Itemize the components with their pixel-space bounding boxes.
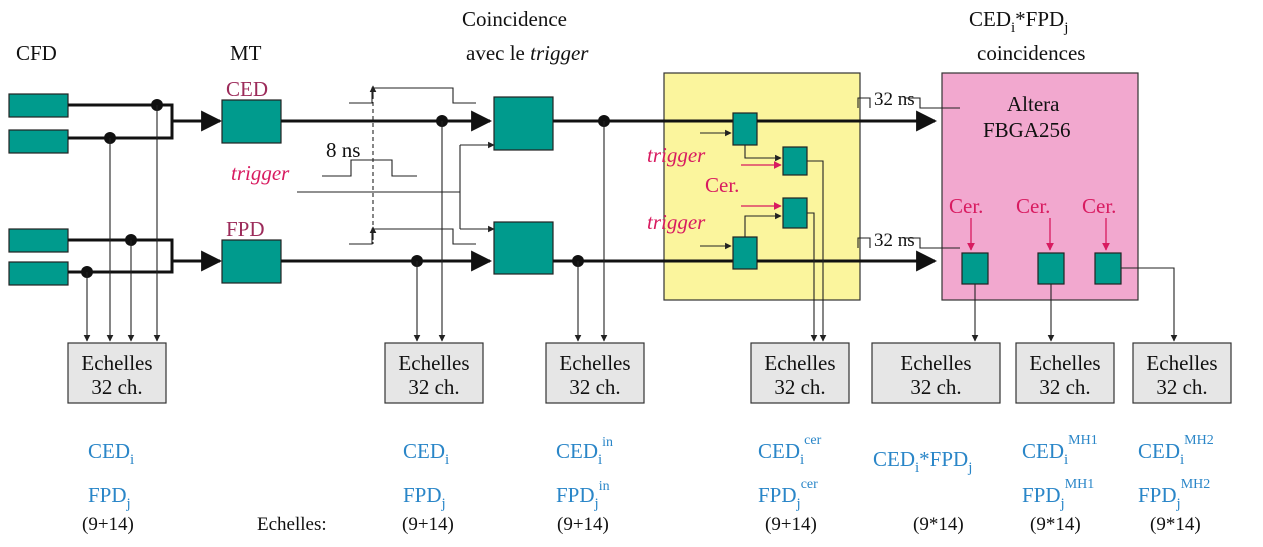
scaler-box-6: Echelles 32 ch.	[1015, 342, 1115, 404]
cfd-label: CFD	[16, 41, 57, 65]
yp-box-cer-top	[782, 146, 808, 176]
yp-box-bottom	[732, 236, 758, 270]
count-1: (9+14)	[82, 514, 134, 535]
echelles-row-label: Echelles:	[257, 514, 327, 535]
svg-text:Echelles: Echelles	[1029, 351, 1100, 375]
coincidence-panel	[663, 72, 861, 301]
scaler-box-3: Echelles 32 ch.	[545, 342, 645, 404]
cfd-box-2	[8, 129, 69, 154]
count-6: (9*14)	[1030, 514, 1081, 535]
count-3: (9+14)	[557, 514, 609, 535]
svg-text:CEDiMH2: CEDiMH2	[1138, 433, 1214, 468]
cedfpd-title: CEDi*FPDj	[969, 7, 1068, 36]
coincidence-title: Coincidence	[462, 7, 567, 31]
svg-text:FPDj: FPDj	[403, 483, 446, 512]
mt-label: MT	[230, 41, 262, 65]
svg-text:32 ch.: 32 ch.	[910, 375, 961, 399]
svg-text:CEDi: CEDi	[88, 439, 134, 468]
svg-text:Echelles: Echelles	[900, 351, 971, 375]
count-2: (9+14)	[402, 514, 454, 535]
svg-text:32 ch.: 32 ch.	[774, 375, 825, 399]
svg-text:Echelles: Echelles	[1146, 351, 1217, 375]
cfd-box-4	[8, 261, 69, 286]
fpd-label: FPD	[226, 217, 265, 241]
svg-text:32 ch.: 32 ch.	[1156, 375, 1207, 399]
svg-text:FPDjcer: FPDjcer	[758, 477, 818, 512]
coinc-ced-box	[493, 96, 554, 151]
svg-text:FPDjin: FPDjin	[556, 479, 610, 512]
cer-label-1: Cer.	[949, 194, 983, 218]
cfd-box-3	[8, 228, 69, 253]
trigger-label-bottom: trigger	[647, 210, 706, 234]
coincidence-subtitle: avec le trigger	[466, 41, 589, 65]
output-col-6: CEDiMH1 FPDjMH1	[1022, 433, 1098, 512]
scaler-box-5: Echelles 32 ch.	[871, 342, 1001, 404]
8ns-label: 8 ns	[326, 138, 360, 162]
svg-text:32 ch.: 32 ch.	[1039, 375, 1090, 399]
altera-label: Altera	[1007, 92, 1060, 116]
altera-box-2	[1037, 252, 1065, 285]
count-4: (9+14)	[765, 514, 817, 535]
scaler-box-2: Echelles 32 ch.	[384, 342, 484, 404]
svg-text:Echelles: Echelles	[398, 351, 469, 375]
svg-text:Echelles: Echelles	[81, 351, 152, 375]
altera-box-1	[961, 252, 989, 285]
scaler-box-7: Echelles 32 ch.	[1132, 342, 1232, 404]
cer-label-yp: Cer.	[705, 173, 739, 197]
output-col-1: CEDi FPDj	[88, 439, 134, 512]
cer-label-3: Cer.	[1082, 194, 1116, 218]
output-col-7: CEDiMH2 FPDjMH2	[1138, 433, 1214, 512]
cer-label-2: Cer.	[1016, 194, 1050, 218]
output-col-2: CEDi FPDj	[403, 439, 449, 512]
32ns-label-top: 32 ns	[874, 89, 915, 110]
svg-text:CEDiMH1: CEDiMH1	[1022, 433, 1098, 468]
32ns-label-bottom: 32 ns	[874, 230, 915, 251]
svg-text:32 ch.: 32 ch.	[408, 375, 459, 399]
scaler-box-1: Echelles 32 ch.	[67, 342, 167, 404]
coincidences-label: coincidences	[977, 41, 1085, 65]
yp-box-cer-bottom	[782, 197, 808, 229]
trigger-label-left: trigger	[231, 161, 290, 185]
svg-text:FPDjMH2: FPDjMH2	[1138, 477, 1210, 512]
count-5: (9*14)	[913, 514, 964, 535]
svg-text:CEDiin: CEDiin	[556, 435, 613, 468]
ced-label: CED	[226, 77, 268, 101]
scaler-box-4: Echelles 32 ch.	[750, 342, 850, 404]
cfd-box-1	[8, 93, 69, 118]
altera-box-3	[1094, 252, 1122, 285]
coinc-fpd-box	[493, 221, 554, 275]
svg-text:CEDi: CEDi	[403, 439, 449, 468]
count-7: (9*14)	[1150, 514, 1201, 535]
svg-text:Echelles: Echelles	[559, 351, 630, 375]
svg-text:CEDi*FPDj: CEDi*FPDj	[873, 447, 972, 476]
svg-text:Echelles: Echelles	[764, 351, 835, 375]
svg-text:CEDicer: CEDicer	[758, 433, 822, 468]
output-col-3: CEDiin FPDjin	[556, 435, 613, 512]
yp-box-top	[732, 112, 758, 146]
output-col-5: CEDi*FPDj	[873, 447, 972, 476]
fbga-label: FBGA256	[983, 118, 1071, 142]
svg-text:32 ch.: 32 ch.	[569, 375, 620, 399]
mt-fpd-box	[221, 239, 282, 284]
svg-text:FPDjMH1: FPDjMH1	[1022, 477, 1094, 512]
trigger-label-top: trigger	[647, 143, 706, 167]
mt-ced-box	[221, 99, 282, 144]
svg-text:FPDj: FPDj	[88, 483, 131, 512]
output-col-4: CEDicer FPDjcer	[758, 433, 822, 512]
svg-text:32 ch.: 32 ch.	[91, 375, 142, 399]
